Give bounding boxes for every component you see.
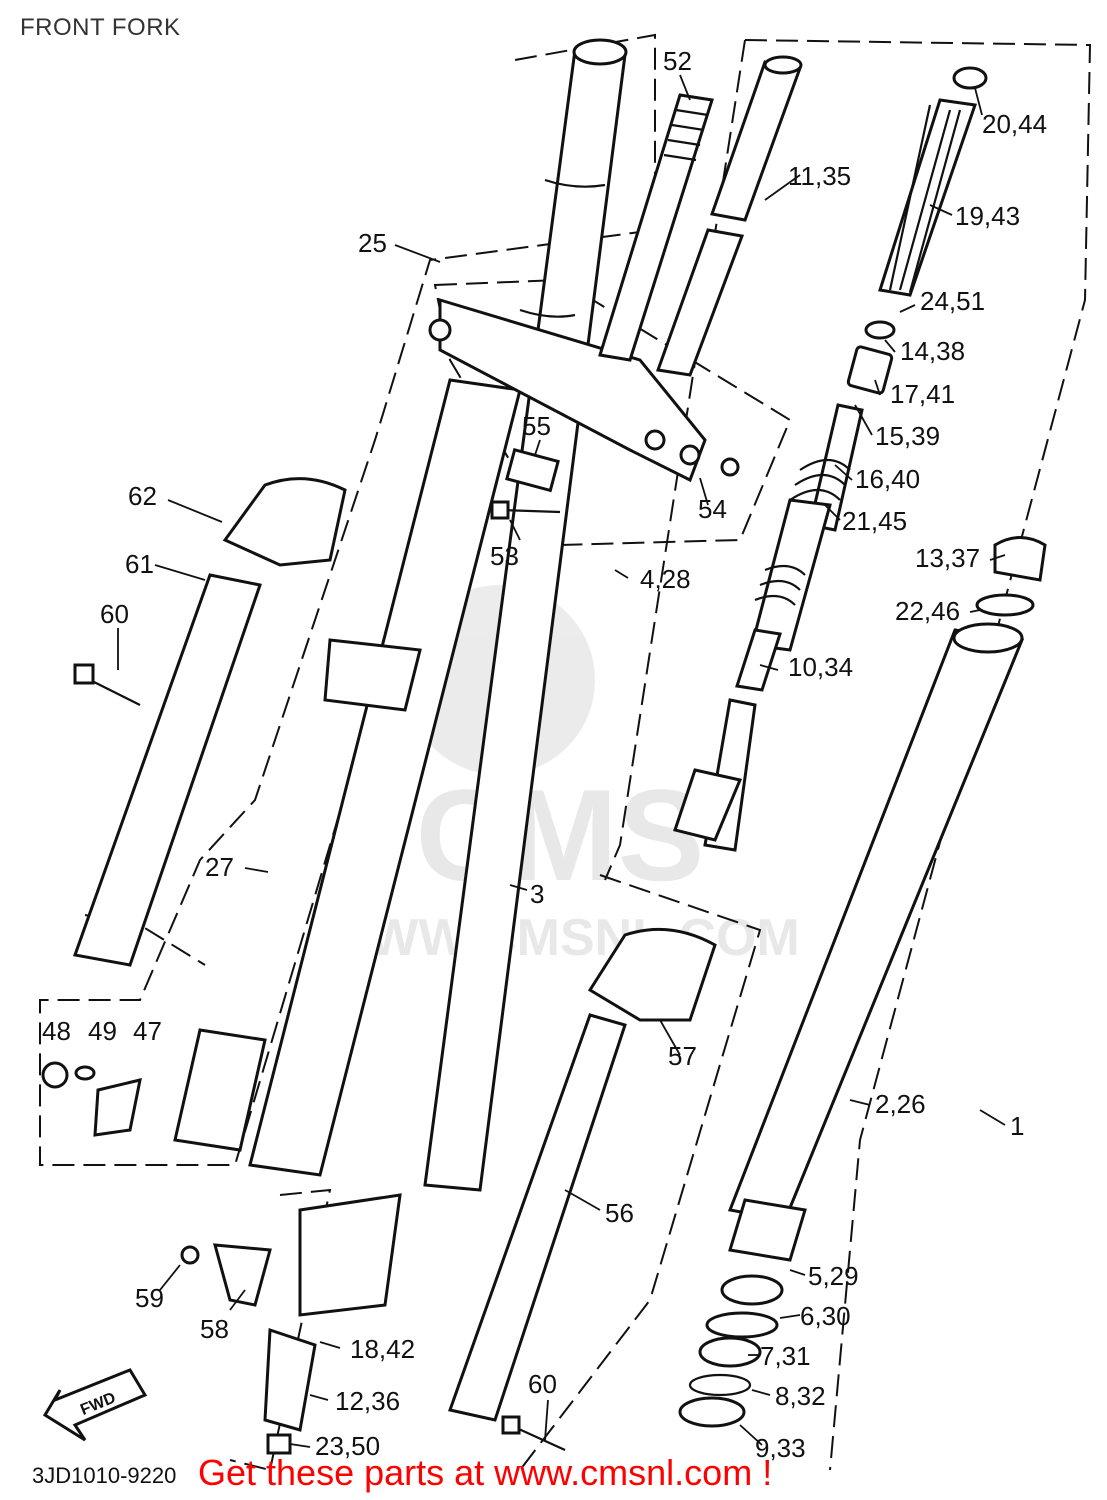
spacer-tube — [655, 55, 803, 377]
callout-59: 59 — [135, 1283, 164, 1313]
seal-stack — [678, 1274, 784, 1428]
callout-9-33: 9,33 — [755, 1433, 806, 1463]
callout-24-51: 24,51 — [920, 286, 985, 316]
bolts — [73, 457, 740, 1455]
callout-19-43: 19,43 — [955, 201, 1020, 231]
drawing-code: 3JD1010-9220 — [32, 1463, 176, 1488]
damper-rod-52 — [598, 93, 714, 362]
callout-6-30: 6,30 — [800, 1301, 851, 1331]
callout-5-29: 5,29 — [808, 1261, 859, 1291]
upper-bracket — [428, 297, 707, 493]
callout-60-lower: 60 — [528, 1369, 557, 1399]
lower-tube-left — [173, 378, 522, 1177]
watermark-logo-text: CMS — [416, 762, 705, 908]
callout-60-upper: 60 — [100, 599, 129, 629]
page-title: FRONT FORK — [20, 14, 181, 41]
callout-2-26: 2,26 — [875, 1089, 926, 1119]
callout-12-36: 12,36 — [335, 1386, 400, 1416]
callout-18-42: 18,42 — [350, 1334, 415, 1364]
callout-53: 53 — [490, 541, 519, 571]
fork-guard-left — [72, 477, 347, 967]
callout-22-46: 22,46 — [895, 596, 960, 626]
callout-17-41: 17,41 — [890, 379, 955, 409]
callout-57: 57 — [668, 1041, 697, 1071]
callout-14-38: 14,38 — [900, 336, 965, 366]
callout-58: 58 — [200, 1314, 229, 1344]
callout-47: 47 — [133, 1016, 162, 1046]
callout-61: 61 — [125, 549, 154, 579]
fork-spring — [878, 66, 988, 297]
callout-7-31: 7,31 — [760, 1341, 811, 1371]
fork-guard-right — [448, 927, 717, 1422]
valve-stack — [673, 320, 896, 852]
callout-49: 49 — [88, 1016, 117, 1046]
callout-10-34: 10,34 — [788, 652, 853, 682]
callout-15-39: 15,39 — [875, 421, 940, 451]
lower-bracket — [41, 1061, 402, 1432]
callout-20-44: 20,44 — [982, 109, 1047, 139]
leader-lines — [117, 74, 1006, 1448]
callout-62: 62 — [128, 481, 157, 511]
callout-27: 27 — [205, 852, 234, 882]
callout-54: 54 — [698, 494, 727, 524]
callout-13-37: 13,37 — [915, 543, 980, 573]
callout-11-35: 11,35 — [788, 161, 851, 191]
callout-48: 48 — [42, 1016, 71, 1046]
callout-3: 3 — [530, 879, 544, 909]
callout-52: 52 — [663, 46, 692, 76]
callout-25: 25 — [358, 228, 387, 258]
callout-56: 56 — [605, 1198, 634, 1228]
promo-banner[interactable]: Get these parts at www.cmsnl.com ! — [198, 1452, 773, 1493]
fwd-arrow: FWD — [42, 1368, 148, 1442]
callout-55: 55 — [522, 411, 551, 441]
callout-16-40: 16,40 — [855, 464, 920, 494]
callout-23-50: 23,50 — [315, 1431, 380, 1461]
watermark-url-text: WWW.CMSNL.COM — [320, 909, 799, 967]
callout-8-32: 8,32 — [775, 1381, 826, 1411]
callout-1: 1 — [1010, 1111, 1024, 1141]
callout-4-28: 4,28 — [640, 564, 691, 594]
callout-labels: 1 2,26 3 4,28 5,29 6,30 7,31 8,32 9,33 1… — [32, 46, 1047, 1488]
outer-tube-left — [423, 38, 628, 1192]
outer-tube-right — [727, 536, 1047, 1262]
callout-21-45: 21,45 — [842, 506, 907, 536]
